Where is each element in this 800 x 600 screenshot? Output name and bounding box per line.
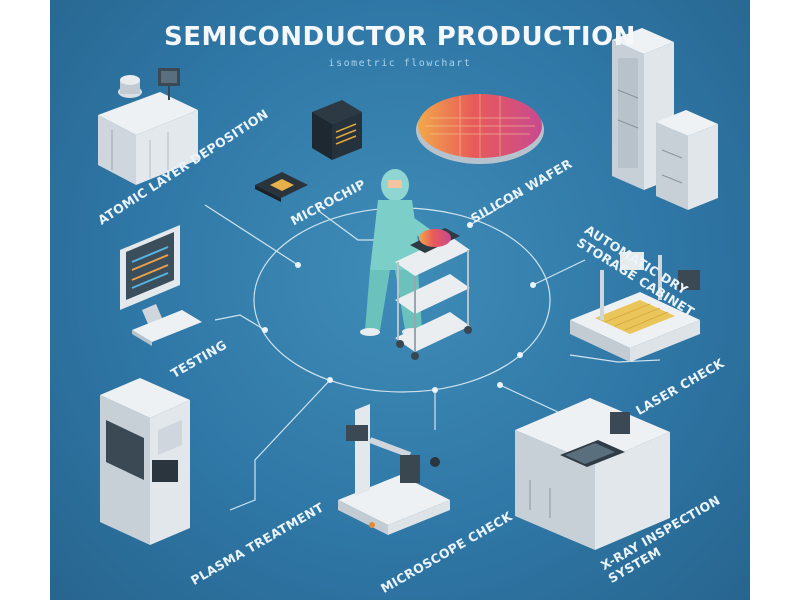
flowchart-canvas: [98, 28, 718, 550]
node: [530, 282, 536, 288]
page-subtitle: isometric flowchart: [328, 58, 472, 69]
microchip-icon: [255, 100, 362, 202]
line-plasma: [229, 379, 331, 511]
line-laser: [569, 354, 661, 363]
storage-cabinet-icon: [612, 28, 718, 210]
node: [327, 377, 333, 383]
microscope-icon: [338, 404, 450, 535]
line-storage: [532, 259, 586, 286]
xray-machine-icon: [515, 398, 670, 550]
diagram-panel: SEMICONDUCTOR PRODUCTION isometric flowc…: [50, 0, 750, 600]
plasma-machine-icon: [100, 378, 190, 545]
page-title: SEMICONDUCTOR PRODUCTION: [164, 22, 636, 52]
node: [517, 352, 523, 358]
node: [497, 382, 503, 388]
node: [432, 387, 438, 393]
silicon-wafer-icon: [416, 94, 544, 164]
computer-monitor-icon: [120, 225, 202, 346]
line-testing: [214, 314, 266, 331]
line-deposition: [204, 204, 299, 266]
node: [295, 262, 301, 268]
node: [467, 222, 473, 228]
line-microchip: [319, 211, 380, 241]
node: [262, 327, 268, 333]
cleanroom-worker-with-wafer-cart-icon: [360, 169, 472, 360]
laser-check-machine-icon: [570, 252, 700, 362]
deposition-machine-icon: [98, 68, 198, 185]
line-silicon-wafer: [469, 194, 521, 226]
